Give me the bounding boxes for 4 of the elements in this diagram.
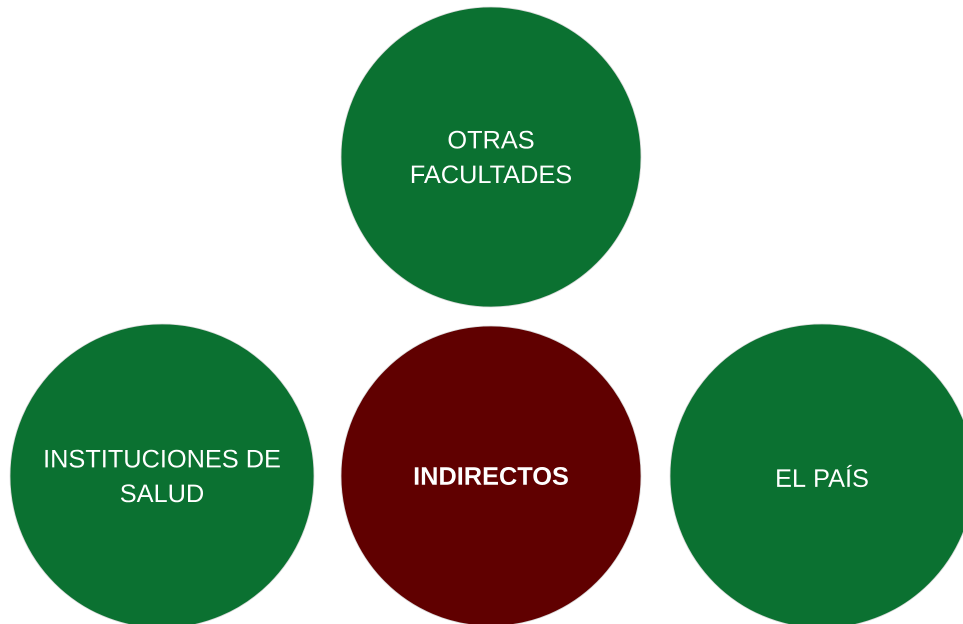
circle-node: OTRAS FACULTADES	[340, 6, 642, 308]
circle-node: INDIRECTOS	[340, 326, 642, 624]
circle-node: EL PAÍS	[670, 324, 963, 624]
circle-node: INSTITUCIONES DE SALUD	[10, 324, 314, 624]
